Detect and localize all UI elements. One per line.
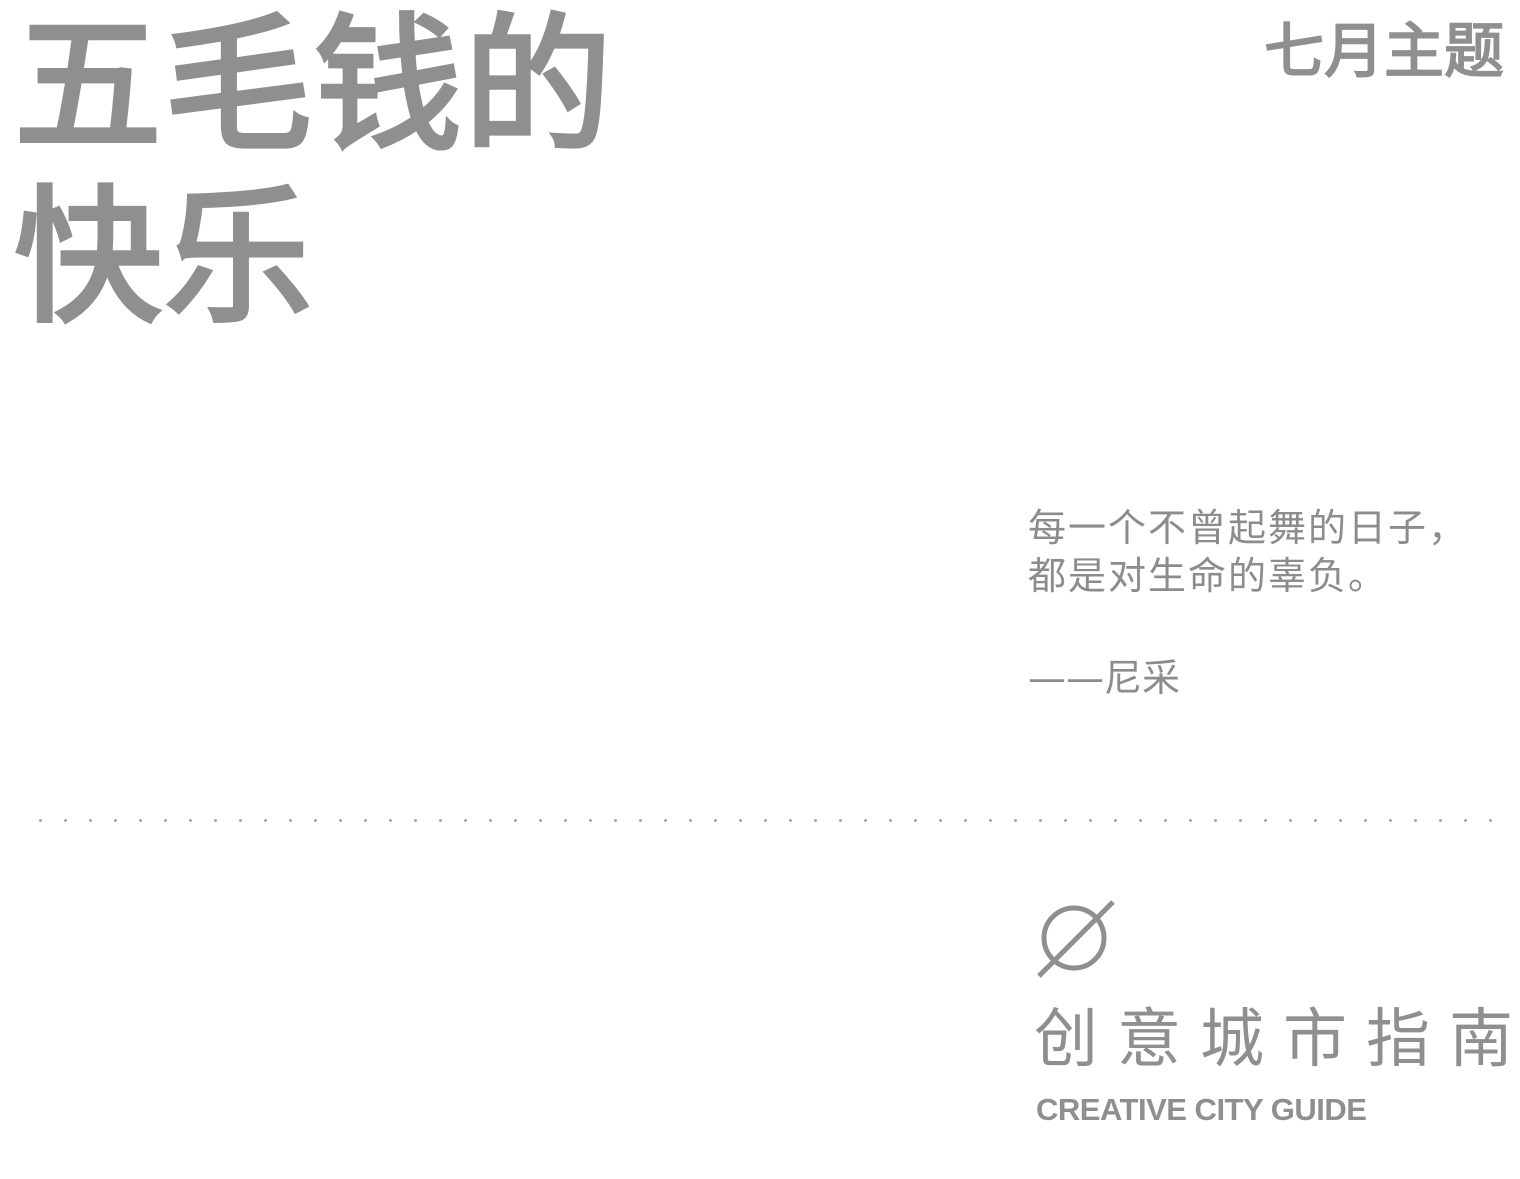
title-line-2: 快乐 [14, 172, 314, 344]
logo-name-cn: 创意城市指南 [1034, 1003, 1520, 1077]
dotted-divider [28, 819, 1500, 822]
title-line-1: 五毛钱的 [14, 0, 614, 172]
quote-line-1: 每一个不曾起舞的日子， [1028, 506, 1469, 550]
quote-author: ——尼采 [1028, 656, 1181, 700]
month-theme-label: 七月主题 [1264, 17, 1504, 87]
empty-set-icon [1037, 900, 1115, 978]
page-title: 五毛钱的 快乐 [14, 0, 614, 344]
quote-line-2: 都是对生命的辜负。 [1028, 554, 1389, 598]
quote-block: 每一个不曾起舞的日子， 都是对生命的辜负。 [1028, 504, 1468, 600]
logo-name-en: CREATIVE CITY GUIDE [1036, 1092, 1367, 1127]
